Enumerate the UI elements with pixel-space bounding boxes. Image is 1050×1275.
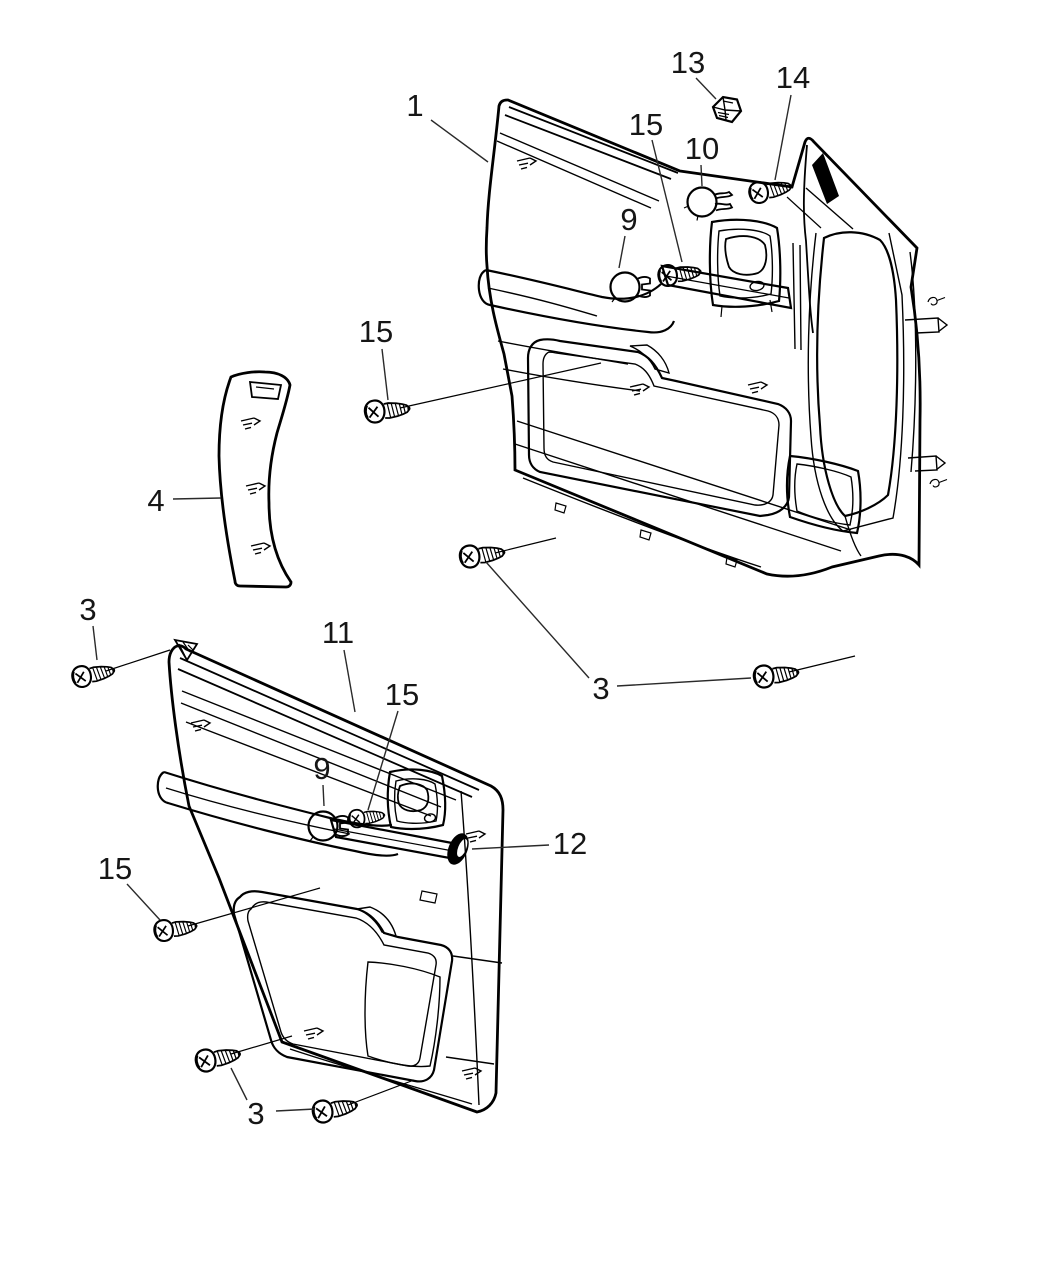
callout-9-rear-label: 9	[313, 751, 330, 786]
leader-9-rear	[322, 784, 325, 807]
pillar-trim	[217, 370, 293, 589]
leader-lines	[92, 77, 792, 1112]
callout-labels: 1 13 14 15 10 9 15 4 3 11 15 9 12 15 3 3	[79, 45, 810, 1131]
screw-15-pointer-line	[187, 887, 321, 927]
screw-3-rear-top	[69, 658, 118, 690]
clip-mark-icon	[250, 542, 271, 555]
callout-3-rear-top-label: 3	[79, 592, 96, 627]
clip-mark-icon	[240, 417, 261, 430]
leader-15-front-armrest	[651, 139, 683, 263]
callout-15-rear-left-label: 15	[98, 851, 132, 886]
screw-3-rear-bottom-right	[309, 1092, 361, 1126]
mirror-flag-dark-patch	[812, 153, 839, 204]
callout-9-front-label: 9	[620, 202, 637, 237]
leader-14	[774, 94, 792, 181]
front-door-trim-panel	[477, 98, 949, 578]
callout-3-rear-bottom-label: 3	[247, 1096, 264, 1131]
screw-15-front-left	[362, 395, 413, 425]
screw-3-rear-bottom-left	[192, 1041, 244, 1075]
armrest	[477, 268, 676, 334]
door-handle-cup	[660, 218, 793, 318]
fastener-mark-icon	[516, 157, 537, 170]
leader-9-front	[618, 235, 626, 269]
clip-13	[711, 95, 743, 124]
leader-3-front-bottom	[485, 561, 752, 687]
screw-3-pointer-line	[105, 649, 171, 672]
fastener-mark-icon	[747, 381, 768, 394]
callout-15-rear-armrest-label: 15	[385, 677, 419, 712]
screw-3-pointer-line	[230, 1035, 293, 1055]
leader-3-rear-bottom	[230, 1067, 316, 1112]
leader-13	[695, 77, 717, 100]
callout-12-label: 12	[553, 826, 587, 861]
callout-14-label: 14	[776, 60, 810, 95]
screw-3-pointer-line	[494, 537, 557, 554]
edge-mounting-tabs	[904, 296, 949, 488]
callout-11-label: 11	[322, 615, 354, 650]
leader-1	[430, 119, 489, 163]
rear-map-pocket	[232, 890, 454, 1083]
leader-11	[343, 649, 356, 713]
callout-13-label: 13	[671, 45, 705, 80]
callout-1-label: 1	[406, 88, 423, 123]
leader-3-rear-top	[92, 625, 98, 661]
map-pocket	[526, 338, 793, 518]
rear-armrest	[156, 770, 399, 857]
front-door-outline	[484, 98, 922, 578]
leader-15-rear-armrest	[367, 710, 399, 811]
callout-15-front-armrest-label: 15	[629, 107, 663, 142]
leader-4	[172, 497, 222, 500]
leader-12	[471, 844, 550, 850]
screw-14	[746, 174, 795, 206]
screw-3-pointer-line	[347, 1079, 415, 1106]
callout-15-front-left-label: 15	[359, 314, 393, 349]
callout-3-front-bottom-label: 3	[592, 671, 609, 706]
wire-pigtail-icon	[929, 478, 948, 488]
leader-15-rear-left	[126, 883, 161, 921]
rear-door-outline	[167, 644, 505, 1114]
plug-12	[447, 833, 469, 865]
screw-15-pointer-line	[399, 362, 602, 409]
window-frame	[807, 231, 917, 557]
bezel-10	[682, 186, 734, 222]
leader-15-front-left	[381, 348, 389, 401]
screw-14-pointer-line	[786, 196, 822, 229]
wire-pigtail-icon	[927, 296, 946, 306]
speaker-opening	[785, 454, 862, 535]
screw-3-front-bottom-right	[751, 659, 802, 690]
callout-4-label: 4	[147, 483, 164, 518]
screw-3-pointer-line	[788, 655, 856, 673]
callout-10-label: 10	[685, 131, 719, 166]
screw-15-front-armrest	[656, 259, 704, 289]
mirror-flag-trim	[802, 144, 854, 334]
screw-3-front-bottom-left	[457, 539, 508, 570]
fastener-mark-icon	[465, 830, 486, 843]
corner-bracket	[173, 638, 199, 662]
fastener-mark-icon	[303, 1027, 324, 1040]
leader-10	[700, 164, 703, 187]
rear-door-trim-panel	[156, 638, 505, 1114]
clip-mark-icon	[245, 482, 266, 495]
